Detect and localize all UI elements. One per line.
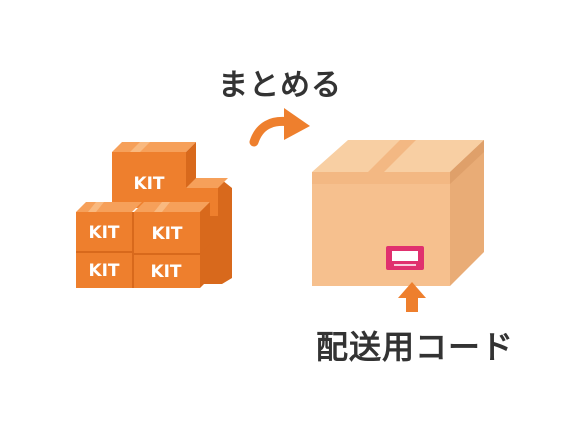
kit-label: KIT (150, 262, 181, 282)
kit-label: KIT (88, 261, 119, 281)
kit-box-bottom-right: KIT (134, 244, 210, 288)
shipping-box-side (450, 140, 484, 286)
step-label: まとめる (218, 68, 342, 103)
shipping-code-label (386, 246, 424, 270)
kit-box-mid-right: KIT (134, 202, 210, 254)
kit-box-stack: KIT KIT KIT (76, 142, 232, 288)
shipping-box (312, 140, 484, 286)
shipping-box-front (312, 172, 450, 286)
kit-label: KIT (133, 174, 164, 194)
shipping-code-caption: 配送用コード (316, 328, 515, 366)
kit-label: KIT (88, 223, 119, 243)
kit-box-bottom-left: KIT (76, 251, 132, 288)
kit-box-top: KIT (112, 142, 196, 208)
kit-label: KIT (151, 224, 182, 244)
kit-box-mid-left: KIT (76, 202, 142, 252)
curved-arrow-icon (249, 108, 310, 147)
up-arrow-icon (398, 282, 426, 312)
